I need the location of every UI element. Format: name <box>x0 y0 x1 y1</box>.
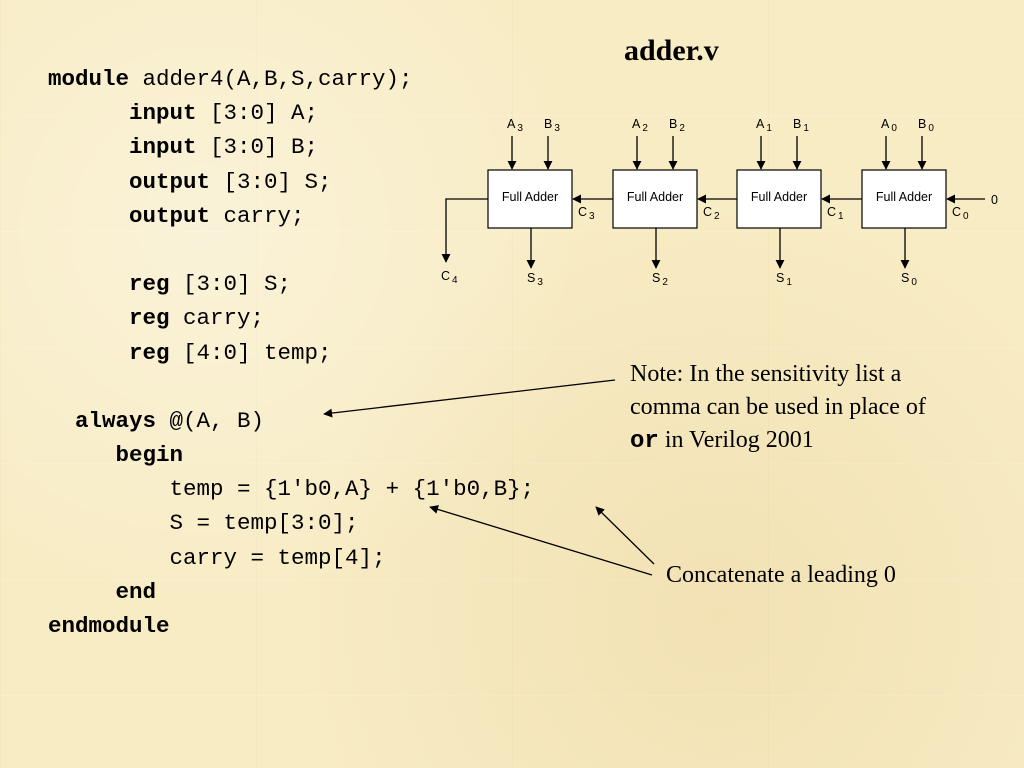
code-line: module adder4(A,B,S,carry); <box>48 62 534 96</box>
code-line: reg [3:0] S; <box>48 267 534 301</box>
code-line: reg [4:0] temp; <box>48 336 534 370</box>
code-keyword: reg <box>129 339 170 366</box>
code-text: [4:0] temp; <box>169 339 332 366</box>
verilog-code-listing: module adder4(A,B,S,carry); input [3:0] … <box>48 62 534 643</box>
code-line: begin <box>48 438 534 472</box>
note-line: Note: In the sensitivity list a <box>630 361 902 387</box>
code-line: reg carry; <box>48 301 534 335</box>
code-keyword: input <box>129 100 197 127</box>
code-keyword: always <box>75 407 157 434</box>
code-text: [3:0] S; <box>169 271 292 298</box>
code-keyword: module <box>48 66 130 92</box>
full-adder-block <box>861 169 947 229</box>
code-text: [3:0] A; <box>196 100 319 127</box>
code-keyword: begin <box>115 442 184 469</box>
code-line: always @(A, B) <box>48 404 534 438</box>
full-adder-label: Full Adder <box>751 190 807 204</box>
carry-in-value: 0 <box>991 193 998 207</box>
code-line: output carry; <box>48 199 534 233</box>
full-adder-block <box>736 169 822 229</box>
code-line: input [3:0] A; <box>48 96 534 130</box>
full-adder-label: Full Adder <box>876 190 932 204</box>
code-keyword: endmodule <box>48 613 170 639</box>
code-text: S = temp[3:0]; <box>169 510 359 537</box>
full-adder-block <box>612 169 698 229</box>
full-adder-label: Full Adder <box>627 190 683 204</box>
code-keyword: output <box>129 202 211 229</box>
code-line: temp = {1'b0,A} + {1'b0,B}; <box>48 472 535 506</box>
code-line: output [3:0] S; <box>48 165 534 199</box>
code-text: carry = temp[4]; <box>169 544 386 571</box>
code-line: input [3:0] B; <box>48 130 534 164</box>
code-text: carry; <box>210 202 305 229</box>
code-keyword: reg <box>129 305 170 332</box>
concatenate-note: Concatenate a leading 0 <box>666 562 896 588</box>
code-text: adder4(A,B,S,carry); <box>129 66 413 92</box>
sensitivity-list-note: Note: In the sensitivity list a comma ca… <box>630 358 1010 458</box>
code-text: @(A, B) <box>156 407 265 434</box>
concat-note-arrow-b <box>595 506 655 565</box>
code-line: carry = temp[4]; <box>48 541 534 575</box>
or-keyword: or <box>630 428 659 455</box>
code-text: [3:0] B; <box>196 134 319 161</box>
code-text: temp = {1'b0,A} + {1'b0,B}; <box>169 476 535 503</box>
code-line <box>48 233 534 267</box>
code-line <box>48 370 534 404</box>
code-keyword: input <box>129 134 197 161</box>
code-line: endmodule <box>48 609 534 643</box>
code-line: end <box>48 575 534 609</box>
code-keyword: output <box>129 168 211 195</box>
code-text: carry; <box>169 305 265 332</box>
slide-title: adder.v <box>624 34 719 67</box>
code-keyword: end <box>115 578 157 605</box>
note-line: or in Verilog 2001 <box>630 424 1010 458</box>
code-text: [3:0] S; <box>210 168 332 195</box>
code-line: S = temp[3:0]; <box>48 506 534 540</box>
note-line-rest: in Verilog 2001 <box>658 427 814 453</box>
code-keyword: reg <box>129 271 170 298</box>
note-line: comma can be used in place of <box>630 394 926 420</box>
